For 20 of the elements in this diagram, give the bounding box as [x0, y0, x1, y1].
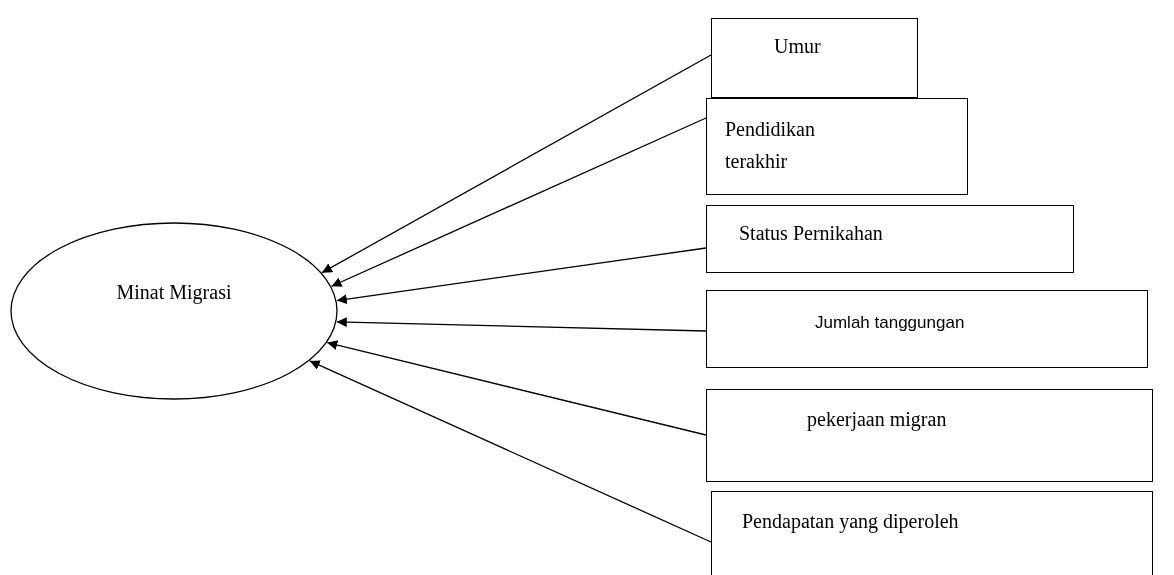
ellipse-node — [10, 222, 338, 400]
arrow — [336, 317, 707, 332]
node-label: Jumlah tanggungan — [815, 313, 965, 333]
node-label: pekerjaan migran — [807, 408, 947, 431]
node-label: Status Pernikahan — [739, 222, 883, 245]
factor-box — [706, 389, 1153, 482]
arrow — [321, 54, 712, 274]
arrow — [336, 247, 707, 305]
factor-box — [706, 205, 1074, 273]
node-label: Umur — [774, 35, 821, 58]
node-label: Pendidikan terakhir — [725, 117, 816, 174]
factor-box — [706, 290, 1148, 368]
factor-box — [711, 491, 1153, 575]
node-label: Pendapatan yang diperoleh — [742, 510, 959, 533]
node-label: Minat Migrasi — [115, 281, 233, 304]
factor-box — [711, 18, 918, 98]
arrow — [330, 117, 707, 287]
arrow — [326, 340, 707, 436]
factor-box — [706, 98, 968, 195]
arrow — [309, 360, 712, 543]
